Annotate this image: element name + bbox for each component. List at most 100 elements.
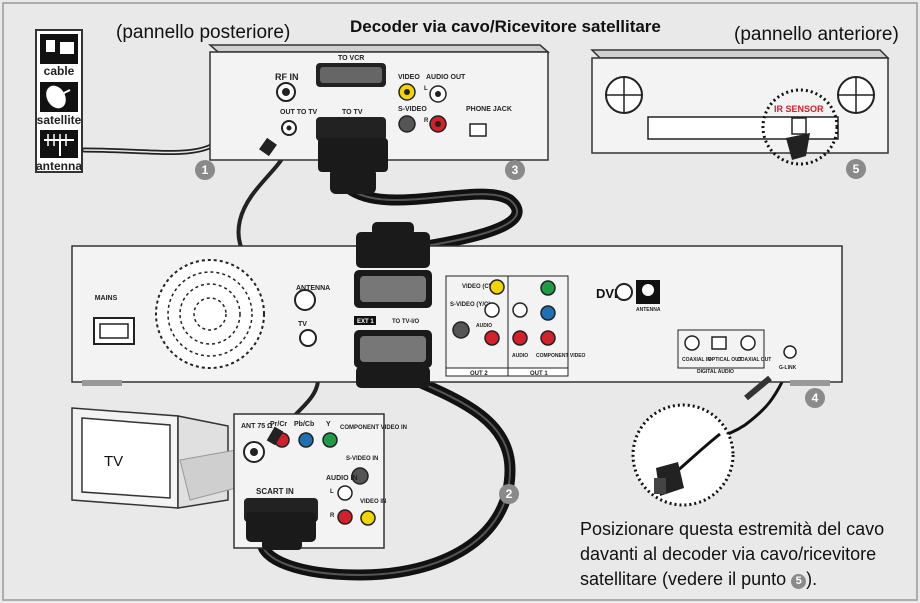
step-4-text: 4 [812, 391, 819, 405]
tv-audio-l-label: L [330, 489, 334, 495]
ext1-label: EXT 1 [357, 319, 374, 325]
ext1-scart [354, 330, 432, 368]
component-y-jack [540, 280, 556, 296]
step-badges: 1 2 3 4 5 [195, 159, 866, 504]
coaxial-in-label: COAXIAL IN [682, 357, 711, 363]
step-badge-4 [805, 388, 825, 408]
pr-cr-label: Pr/Cr [270, 421, 287, 428]
front-panel-heading: (pannello anteriore) [734, 24, 899, 45]
dvb-jack [615, 283, 633, 301]
cable-icon: cable [40, 34, 78, 78]
ir-sensor-label: IR SENSOR [774, 104, 824, 114]
f-connector [259, 137, 277, 157]
out2-audio-l-jack [484, 302, 500, 318]
fan-grille [155, 259, 265, 369]
pb-cb-label: Pb/Cb [294, 421, 314, 428]
video-label: VIDEO [398, 74, 420, 81]
tv-ant-label: ANT 75 Ω [241, 423, 273, 430]
tv-s-video-jack [351, 467, 369, 485]
tv-set: TV [71, 407, 237, 509]
front-knob-right [837, 76, 875, 114]
phone-jack [469, 123, 487, 137]
optical-out-jack [711, 336, 727, 350]
note-step-ref: 5 [791, 574, 807, 589]
out2-video-jack [489, 279, 505, 295]
audio-l-label: L [424, 86, 428, 92]
step-1-text: 1 [202, 163, 209, 177]
mains-label: MAINS [95, 295, 118, 302]
video-cvbs-label: VIDEO (CVBS) [462, 284, 503, 290]
tv-video-jack [360, 510, 376, 526]
audio-in-label: AUDIO IN [326, 475, 358, 482]
ir-blaster-detail [631, 403, 735, 507]
digital-audio-label: DIGITAL AUDIO [697, 369, 734, 375]
s-video-jack [398, 115, 416, 133]
audio-out-label: AUDIO OUT [426, 74, 466, 81]
scart-plug-tv [246, 512, 316, 550]
audio-r-label: R [424, 118, 429, 124]
tv-audio-r-jack [337, 509, 353, 525]
component-pb-jack [540, 305, 556, 321]
out2-audio-label: AUDIO [476, 323, 492, 329]
out1-audio-label: AUDIO [512, 353, 528, 359]
step-2-text: 2 [506, 487, 513, 501]
tv-audio-l-jack [337, 485, 353, 501]
antenna-in-label: ANTENNA [296, 285, 330, 292]
tv-screen [81, 417, 171, 499]
s-video-in-label: S-VIDEO IN [346, 456, 378, 462]
to-tv-io-label: TO TV-I/O [392, 319, 420, 325]
scart-plug-ext1 [356, 366, 430, 388]
tv-pb-jack [298, 432, 314, 448]
antenna-icon: antenna [36, 130, 82, 173]
ext1-badge [354, 316, 376, 325]
coaxial-out-label: COAXIAL OUT [737, 357, 771, 363]
scart-in-label: SCART IN [256, 487, 294, 496]
out1-audio-r-jack [512, 330, 528, 346]
to-tv-scart [316, 117, 386, 141]
g-link-jack [783, 345, 797, 359]
instruction-note: Posizionare questa estremità del cavo da… [580, 517, 900, 592]
source-icon-strip: cable satellite antenna [35, 29, 83, 173]
note-end-text: ). [806, 569, 818, 589]
tv-audio-r-label: R [330, 513, 335, 519]
f-connector-tv [266, 426, 284, 446]
y-label: Y [326, 421, 331, 428]
out1-label: OUT 1 [530, 371, 548, 377]
scart-plug-ext2 [356, 222, 430, 268]
out1-audio-l-jack [512, 302, 528, 318]
step-badge-2 [499, 484, 519, 504]
phone-jack-label: PHONE JACK [466, 106, 512, 113]
rear-panel-heading: (pannello posteriore) [116, 22, 291, 43]
note-text: Posizionare questa estremità del cavo da… [580, 519, 885, 589]
video-in-label: VIDEO IN [360, 499, 386, 505]
decoder-front-panel: IR SENSOR [590, 49, 890, 166]
ir-sensor-highlight [761, 88, 839, 166]
step-badge-3 [505, 160, 525, 180]
satellite-icon: satellite [37, 82, 82, 127]
front-knob-left [605, 76, 643, 114]
cable-label: cable [44, 64, 75, 78]
component-video-label: COMPONENT VIDEO [536, 353, 586, 359]
ext2-scart [354, 270, 432, 308]
antenna-label: antenna [36, 159, 82, 173]
step-5-text: 5 [853, 162, 860, 176]
tv-label: TV [104, 453, 123, 470]
s-video-yc-label: S-VIDEO (Y/C) [450, 302, 490, 308]
digital-antenna-label: ANTENNA [636, 307, 661, 313]
optical-out-label: OPTICAL OUT [708, 357, 742, 363]
digital-audio-box [677, 329, 765, 369]
g-link-label: G-LINK [779, 365, 797, 371]
out2-audio-r-jack [484, 330, 500, 346]
recorder-rear-panel: MAINS ANTENNA TV EXT 1 TO TV-I/O VIDEO (… [71, 245, 843, 386]
tv-out-label: TV [298, 321, 307, 328]
to-tv-label: TO TV [342, 109, 363, 116]
satellite-label: satellite [37, 113, 82, 127]
to-vcr-label: TO VCR [338, 55, 364, 62]
out-to-tv-label: OUT TO TV [280, 109, 318, 116]
step-badge-1 [195, 160, 215, 180]
out2-label: OUT 2 [470, 371, 488, 377]
out2-s-video-jack [452, 321, 470, 339]
